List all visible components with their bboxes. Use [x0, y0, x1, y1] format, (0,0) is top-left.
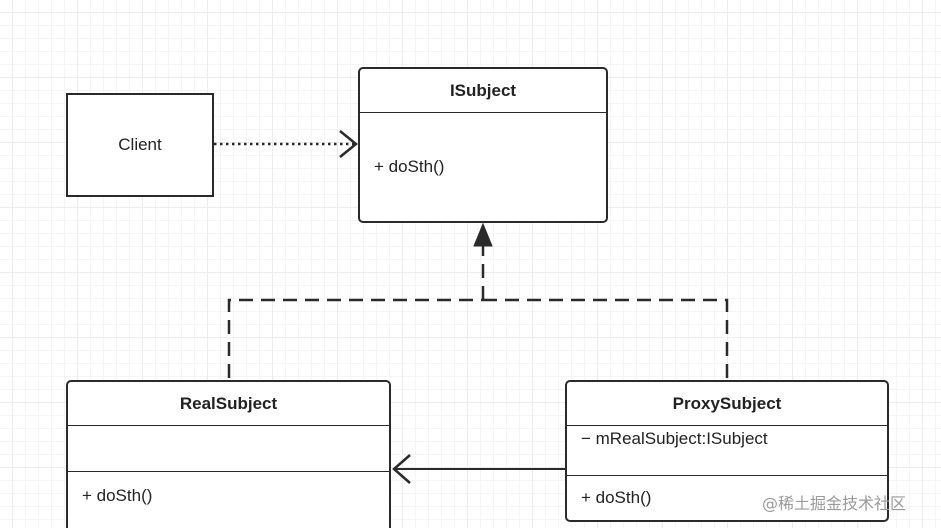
realization-arrowhead	[473, 222, 493, 247]
proxysubject-operations: + doSth()	[567, 476, 887, 520]
realsubject-name: RealSubject	[68, 382, 389, 426]
client-label: Client	[118, 135, 162, 154]
realsubject-op-dosth: + doSth()	[82, 486, 153, 505]
watermark: @稀土掘金技术社区	[762, 494, 907, 513]
client-node[interactable]: Client	[66, 93, 214, 197]
realsubject-class[interactable]: RealSubject + doSth()	[66, 380, 391, 528]
proxysubject-attributes: − mRealSubject:ISubject	[567, 426, 887, 476]
association-arrowhead	[392, 454, 411, 484]
realsubject-attributes	[68, 426, 389, 472]
isubject-name: ISubject	[360, 69, 606, 113]
isubject-op-dosth: + doSth()	[374, 157, 445, 176]
isubject-operations: + doSth()	[360, 113, 606, 221]
proxysubject-class[interactable]: ProxySubject − mRealSubject:ISubject + d…	[565, 380, 889, 522]
dependency-arrowhead	[339, 130, 358, 158]
realsubject-realization-line	[227, 298, 483, 378]
isubject-class[interactable]: ISubject + doSth()	[358, 67, 608, 223]
proxysubject-attr-mrealsubject: − mRealSubject:ISubject	[581, 429, 768, 448]
proxysubject-op-dosth: + doSth()	[581, 488, 652, 507]
proxysubject-name: ProxySubject	[567, 382, 887, 426]
realsubject-operations: + doSth()	[68, 472, 389, 528]
proxysubject-realization-line	[483, 298, 729, 378]
